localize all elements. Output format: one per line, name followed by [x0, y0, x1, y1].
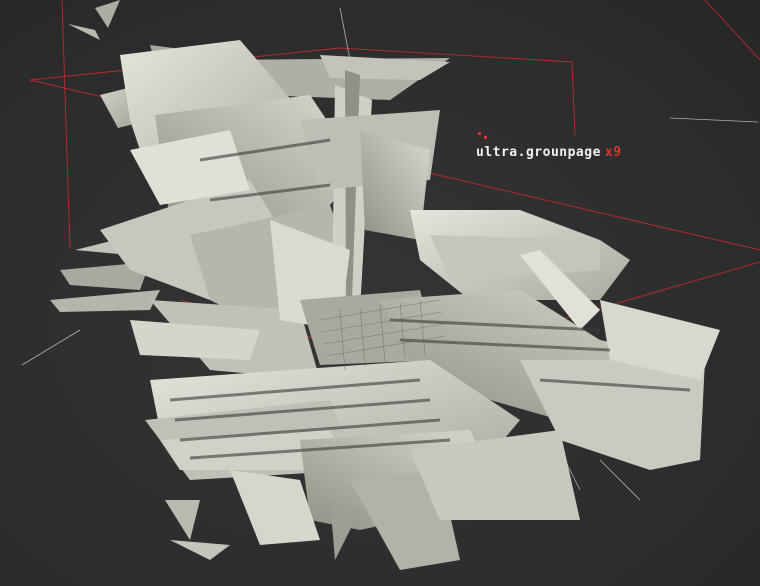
grid-mesh — [319, 299, 447, 371]
central-tower — [270, 70, 440, 365]
foreground-shards — [145, 360, 580, 570]
brand-dots-icon — [478, 132, 626, 140]
brand-title-text: ultra.grounpage — [476, 145, 601, 160]
shadow-stripes — [169, 138, 691, 460]
brand-suffix: x9 — [604, 145, 622, 160]
